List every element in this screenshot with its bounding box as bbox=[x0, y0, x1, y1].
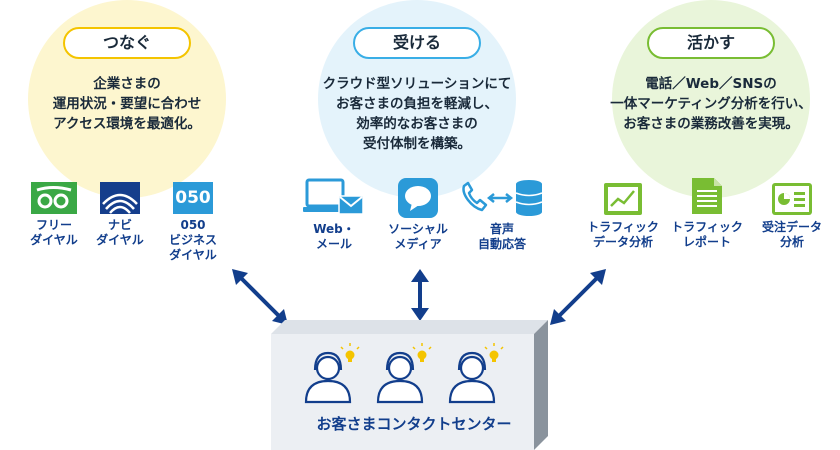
ikasu-title: 活かす bbox=[647, 27, 775, 59]
operator-icon-2 bbox=[376, 351, 424, 404]
social-media-item: ソーシャル メディア bbox=[380, 178, 456, 252]
freedial-icon bbox=[31, 182, 77, 214]
050-icon: 050 bbox=[173, 182, 213, 214]
order-analysis-icon bbox=[772, 183, 812, 215]
report-icon bbox=[692, 178, 722, 214]
traffic-chart-item: トラフィック データ分析 bbox=[582, 182, 664, 250]
web-mail-item: Web・ メール bbox=[298, 178, 370, 252]
ivr-item: 音声 自動応答 bbox=[456, 178, 548, 252]
traffic-chart-icon bbox=[604, 183, 642, 215]
contact-center-box bbox=[271, 320, 548, 450]
freedial-item: フリー ダイヤル bbox=[22, 182, 86, 248]
operator-icon-3 bbox=[448, 351, 496, 404]
ukeru-description: クラウド型ソリューションにて お客さまの負担を軽減し、 効率的なお客さまの 受付… bbox=[322, 76, 512, 152]
ikasu-description: 電話／Web／SNSの 一体マーケティング分析を行い、 お客さまの業務改善を実現… bbox=[610, 76, 812, 132]
lightbulb-icons bbox=[340, 343, 504, 362]
050-item: 050 050 ビジネス ダイヤル bbox=[158, 182, 228, 263]
tsunagu-title: つなぐ bbox=[63, 27, 191, 59]
tsunagu-description: 企業さまの 運用状況・要望に合わせ アクセス環境を最適化。 bbox=[52, 76, 202, 132]
ukeru-title: 受ける bbox=[353, 27, 481, 59]
right-bidirectional-arrow bbox=[550, 269, 606, 325]
report-item: トラフィック レポート bbox=[666, 176, 748, 250]
contact-center-label: お客さまコンタクトセンター bbox=[316, 415, 512, 433]
center-bidirectional-arrow bbox=[411, 269, 429, 321]
operator-icon-1 bbox=[304, 351, 352, 404]
navidial-item: ナビ ダイヤル bbox=[88, 182, 152, 248]
order-analysis-item: 受注データ 分析 bbox=[752, 182, 832, 250]
ivr-icon bbox=[462, 180, 543, 216]
navidial-icon bbox=[100, 182, 140, 214]
web-mail-icon bbox=[303, 178, 364, 215]
social-media-icon bbox=[398, 178, 438, 218]
